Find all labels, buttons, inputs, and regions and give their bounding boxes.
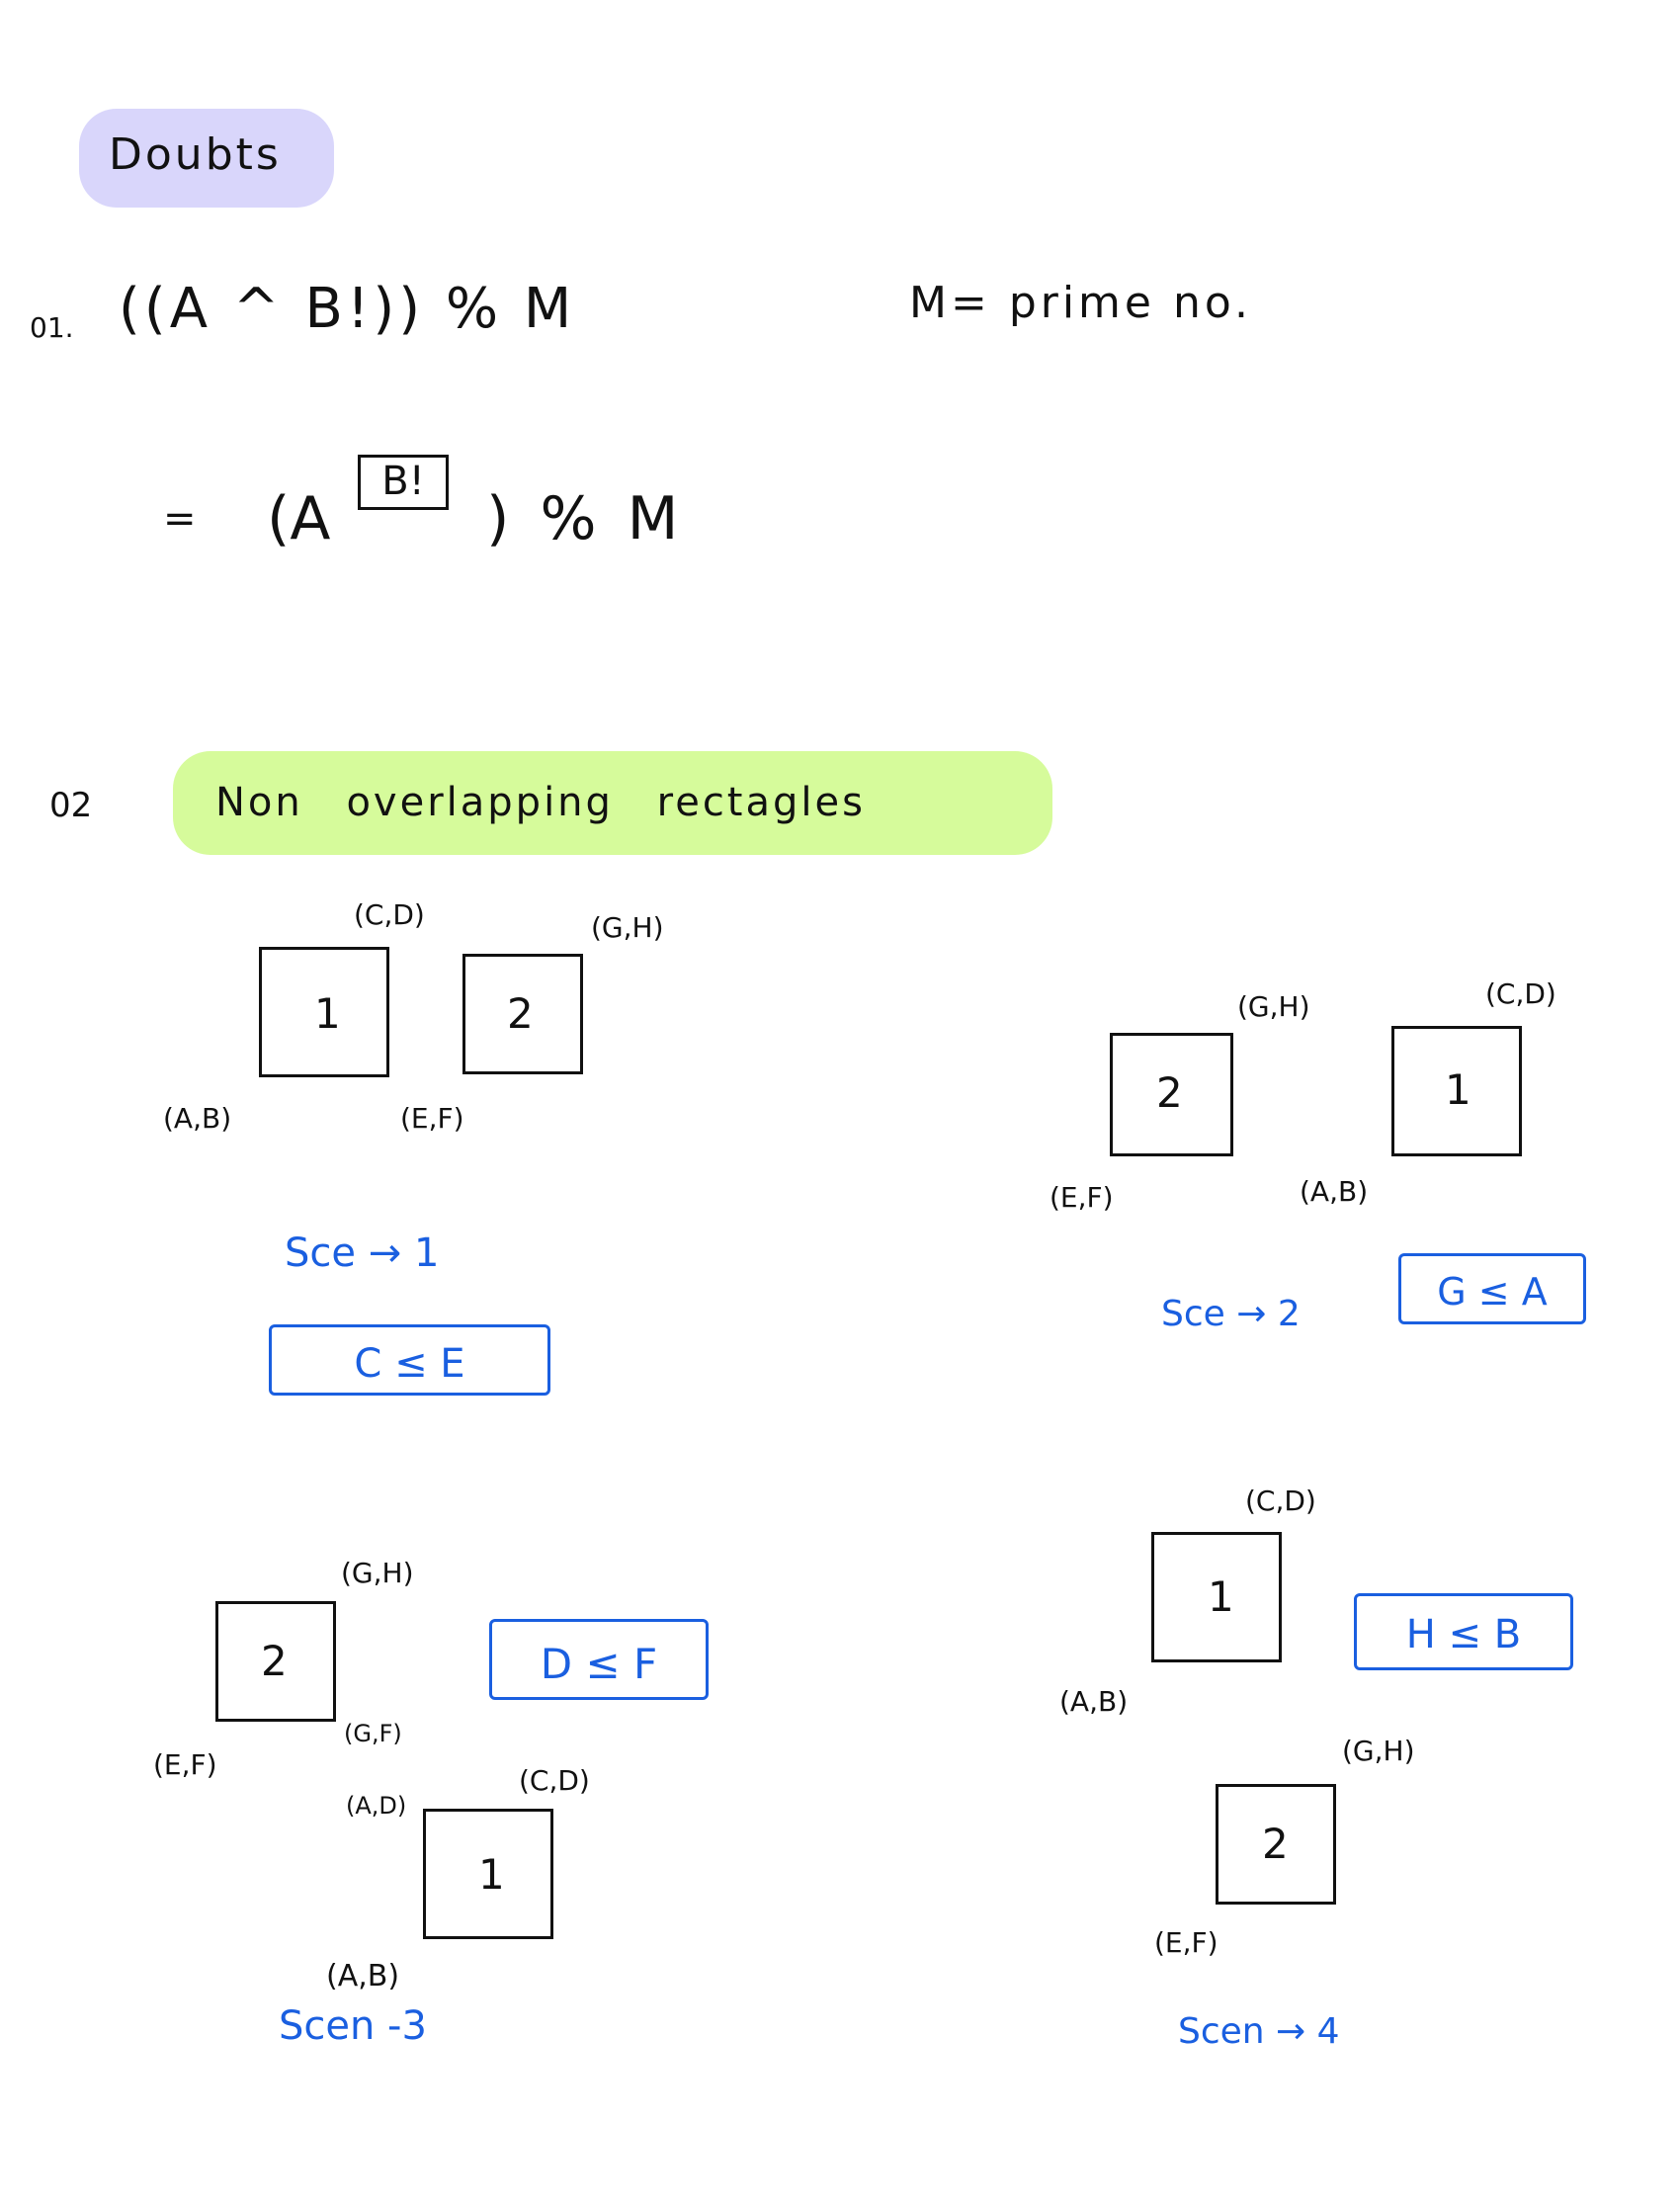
- s4-caption: Scen → 4: [1178, 2011, 1340, 2052]
- s4-rectangle-1-label: 1: [1208, 1572, 1234, 1621]
- q2-title-highlight: [173, 751, 1052, 855]
- s4-label-ab: (A,B): [1059, 1685, 1129, 1718]
- s3-condition: D ≤ F: [540, 1640, 658, 1688]
- s4-rectangle-1: [1151, 1532, 1282, 1662]
- page-title: Doubts: [109, 129, 282, 180]
- s3-label-ab: (A,B): [326, 1959, 400, 1994]
- s4-label-cd: (C,D): [1245, 1485, 1316, 1517]
- s2-label-cd: (C,D): [1485, 977, 1556, 1010]
- s4-label-gh: (G,H): [1342, 1735, 1415, 1767]
- s3-label-ef: (E,F): [153, 1748, 217, 1781]
- q1-step-close: ) % M: [486, 484, 685, 553]
- s3-condition-box: D ≤ F: [489, 1619, 709, 1700]
- s1-condition: C ≤ E: [354, 1341, 465, 1387]
- q2-title: Non overlapping rectagles: [215, 780, 866, 825]
- s2-rectangle-2: [1110, 1033, 1233, 1156]
- q1-number: 01.: [30, 311, 74, 344]
- s3-rectangle-1-label: 1: [478, 1850, 505, 1899]
- doubts-highlight: [79, 109, 334, 208]
- q1-expression: ((A ^ B!)) % M: [119, 277, 576, 341]
- s2-caption: Sce → 2: [1161, 1294, 1301, 1334]
- s3-rectangle-1: [423, 1809, 553, 1939]
- s2-rectangle-1: [1391, 1026, 1522, 1156]
- s2-rectangle-1-label: 1: [1445, 1065, 1471, 1114]
- q1-step-superscript: B!: [358, 455, 449, 510]
- s3-caption: Scen -3: [279, 2003, 427, 2049]
- s2-label-ef: (E,F): [1050, 1181, 1114, 1214]
- s2-condition: G ≤ A: [1437, 1270, 1548, 1314]
- s1-caption: Sce → 1: [285, 1230, 440, 1276]
- q2-number: 02: [49, 786, 93, 825]
- s1-rectangle-1: [259, 947, 389, 1077]
- s1-rectangle-1-label: 1: [314, 989, 341, 1038]
- s3-rectangle-2: [215, 1601, 336, 1722]
- s1-label-gh: (G,H): [591, 911, 664, 944]
- s3-label-gf: (G,F): [344, 1720, 402, 1747]
- s2-condition-box: G ≤ A: [1398, 1253, 1586, 1324]
- s1-condition-box: C ≤ E: [269, 1324, 550, 1396]
- s4-condition-box: H ≤ B: [1354, 1593, 1573, 1670]
- q1-step-open: (A: [267, 484, 331, 553]
- s4-condition: H ≤ B: [1405, 1612, 1522, 1657]
- s3-label-gh: (G,H): [341, 1557, 414, 1589]
- s1-rectangle-2: [462, 954, 583, 1074]
- s1-label-cd: (C,D): [354, 898, 425, 931]
- s2-label-gh: (G,H): [1237, 990, 1310, 1023]
- s1-label-ab: (A,B): [163, 1102, 232, 1135]
- s4-rectangle-2-label: 2: [1262, 1820, 1289, 1868]
- s4-rectangle-2: [1216, 1784, 1336, 1905]
- s3-label-ad: (A,D): [346, 1792, 407, 1820]
- q1-note: M= prime no.: [909, 278, 1252, 328]
- q1-step-equals: =: [163, 496, 197, 542]
- s1-label-ef: (E,F): [400, 1102, 464, 1135]
- s2-label-ab: (A,B): [1300, 1175, 1369, 1208]
- s1-rectangle-2-label: 2: [507, 989, 534, 1038]
- s4-label-ef: (E,F): [1154, 1926, 1218, 1959]
- s2-rectangle-2-label: 2: [1156, 1068, 1183, 1117]
- s3-label-cd: (C,D): [519, 1764, 590, 1797]
- s3-rectangle-2-label: 2: [261, 1637, 288, 1685]
